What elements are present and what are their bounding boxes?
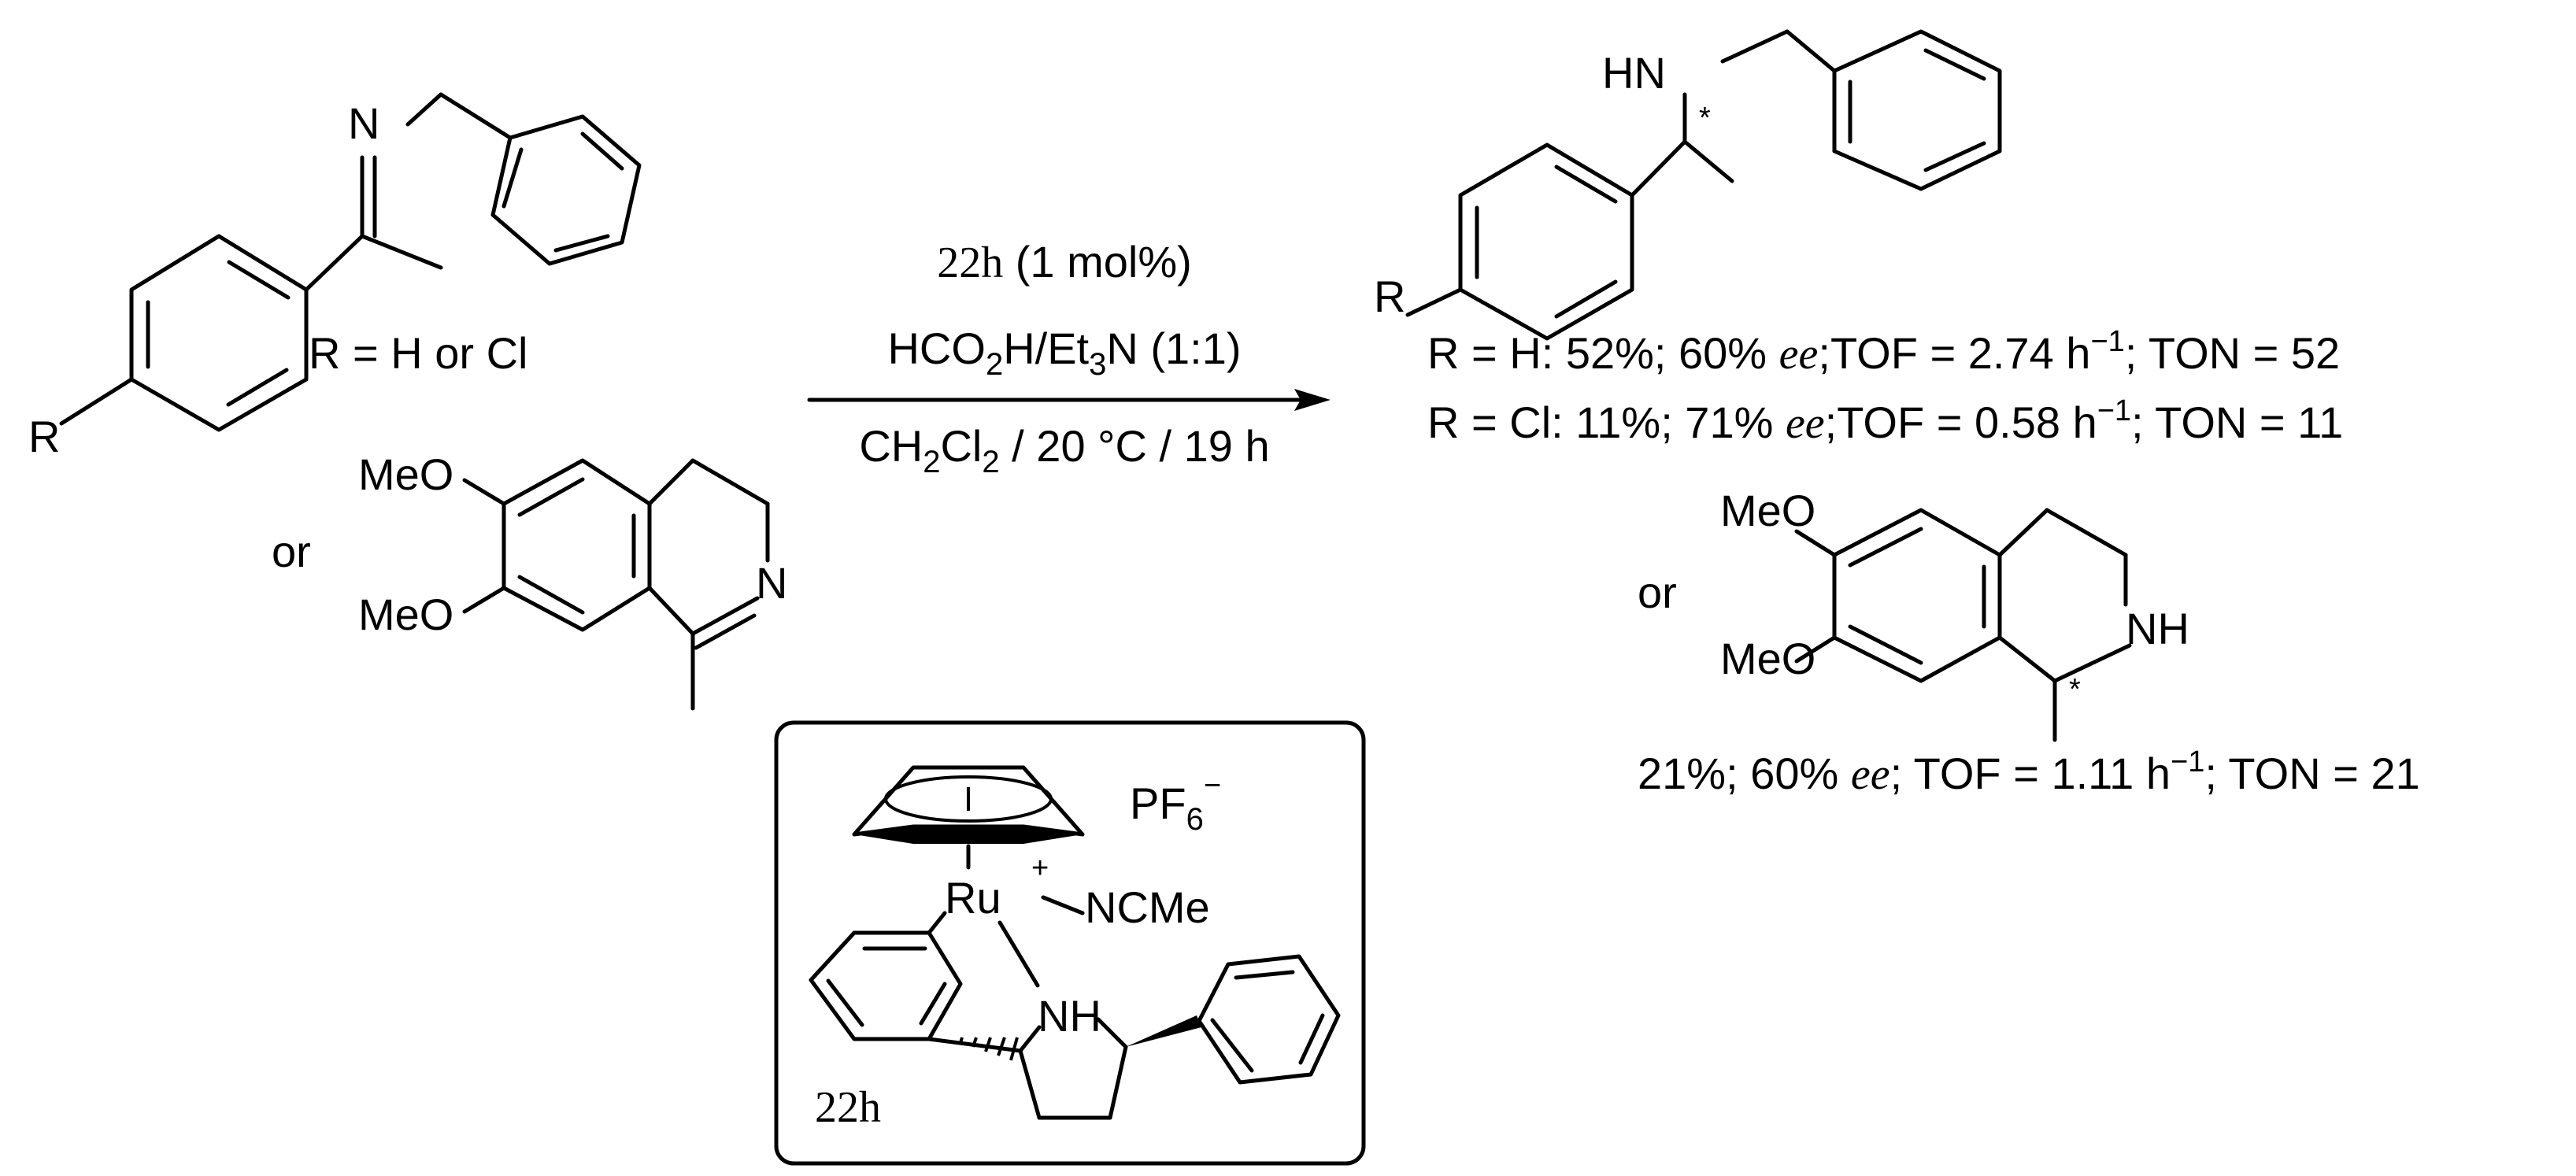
- catalyst-aryl-ring: [809, 930, 963, 1041]
- substrate-dhiq-benzo-ring: [502, 458, 652, 632]
- substrate-benzyl-ring: [490, 114, 642, 266]
- or-left: or: [272, 527, 311, 576]
- bold-wedge-right: [1126, 1015, 1201, 1047]
- arene-front-edge: [854, 827, 1083, 844]
- or-right: or: [1638, 568, 1677, 617]
- product-r-group: R: [1374, 272, 1405, 321]
- condition-reagent-line: HCO2H/Et3N (1:1): [887, 324, 1241, 382]
- substrate-dhiq-n-atom: N: [756, 558, 787, 608]
- product-amine: HN * R: [1374, 29, 2002, 341]
- substrate-r-definition: R = H or Cl: [309, 328, 528, 378]
- catalyst-counter-anion: PF6−: [1130, 769, 1221, 837]
- reaction-arrow: [807, 389, 1331, 411]
- catalyst-ru-charge: +: [1031, 852, 1049, 885]
- substrate-meo-bottom: MeO: [358, 590, 453, 639]
- product-benzyl-ring: [1832, 29, 2002, 191]
- catalyst-frame: [774, 720, 1366, 1166]
- product-hn-atom: HN: [1602, 48, 1666, 98]
- condition-solvent-line: CH2Cl2 / 20 °C / 19 h: [859, 421, 1269, 479]
- substrate-meo-top: MeO: [358, 449, 453, 499]
- substrate-r-group: R: [28, 412, 60, 461]
- product-tetrahydroisoquinoline: MeO MeO NH *: [1720, 486, 2189, 742]
- arrow-head: [1294, 389, 1331, 411]
- product-thiq-stereo-star: *: [2069, 673, 2081, 706]
- product-meo-top: MeO: [1720, 486, 1815, 535]
- result-r-h: R = H: 52%; 60% ee;TOF = 2.74 h−1; TON =…: [1427, 325, 2340, 379]
- catalyst-nh-atom: NH: [1038, 991, 1101, 1041]
- substrate-n-atom: N: [348, 98, 379, 148]
- condition-catalyst-line: 22h (1 mol%): [937, 237, 1192, 287]
- catalyst-ncme-ligand: NCMe: [1085, 882, 1210, 932]
- result-r-cl: R = Cl: 11%; 71% ee;TOF = 0.58 h−1; TON …: [1427, 394, 2343, 448]
- catalyst-metal-ru: Ru: [945, 873, 1001, 923]
- product-aryl-ring: [1458, 142, 1634, 341]
- arene-pi-ellipse: [884, 775, 1053, 823]
- result-thiq: 21%; 60% ee; TOF = 1.11 h−1; TON = 21: [1638, 745, 2420, 799]
- product-thiq-benzo-ring: [1832, 508, 2002, 683]
- catalyst-label: 22h: [815, 1083, 881, 1132]
- substrate-aryl-ring: [129, 234, 309, 432]
- product-stereo-star: *: [1699, 102, 1711, 135]
- substrate-dihydroisoquinoline: MeO MeO N: [358, 449, 787, 711]
- catalyst-box: PF6− Ru + NCMe NH 22h: [774, 720, 1366, 1166]
- product-thiq-nh-atom: NH: [2126, 604, 2189, 653]
- catalyst-phenyl-ring: [1197, 954, 1341, 1085]
- substrate-imine: N R R = H or Cl: [28, 92, 642, 461]
- product-meo-bottom: MeO: [1720, 634, 1815, 683]
- hashed-wedge-left: [927, 1037, 1023, 1061]
